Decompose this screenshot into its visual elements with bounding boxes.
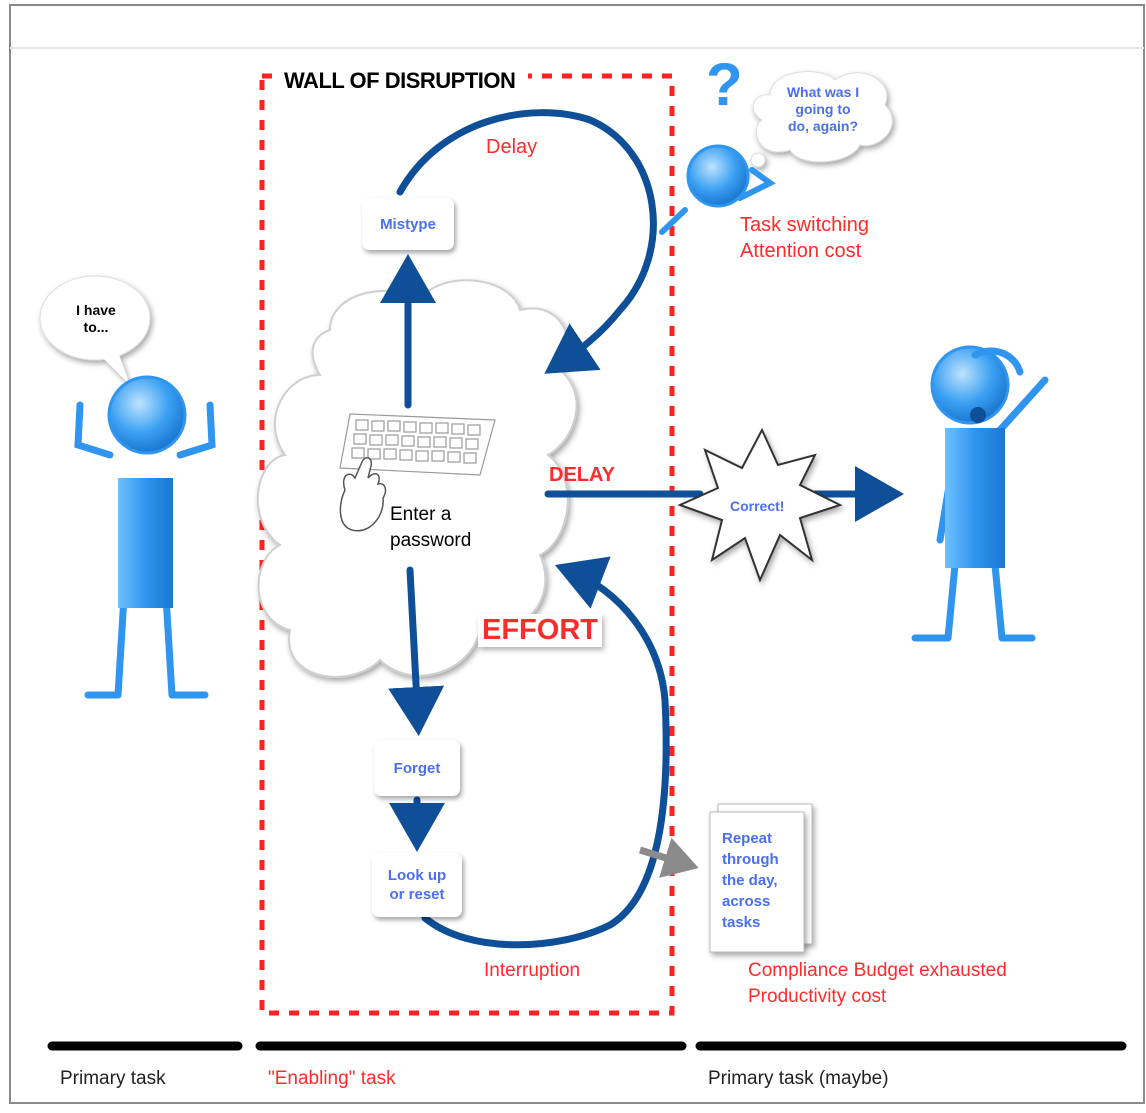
arrow-to-forget xyxy=(388,566,445,736)
figure-right xyxy=(911,345,1049,642)
figure-thinking xyxy=(659,144,776,235)
keyboard-icon xyxy=(339,413,496,476)
arrow-interruption-loop xyxy=(421,556,670,949)
bubble-left xyxy=(39,275,151,385)
delay-top-label: Delay xyxy=(486,136,538,158)
enter-password-text: Enter a password xyxy=(390,504,472,551)
repeat-text: Repeat through the day, across tasks xyxy=(722,830,779,931)
mistype-box: Mistype xyxy=(362,198,454,250)
bubble-left-text: I have to... xyxy=(76,302,116,335)
arrow-delay-loop xyxy=(396,109,657,374)
arrow-to-repeat xyxy=(638,837,699,878)
task-switching-label: Task switching Attention cost xyxy=(740,214,869,262)
repeat-papers xyxy=(709,803,813,953)
effort-label: EFFORT xyxy=(478,614,602,647)
forget-box: Forget xyxy=(374,740,460,796)
compliance-label: Compliance Budget exhausted Productivity… xyxy=(748,960,1007,1007)
diagram-title: WALL OF DISRUPTION xyxy=(284,68,516,93)
hand-icon xyxy=(339,457,387,532)
interruption-label: Interruption xyxy=(484,960,581,981)
question-mark: ? xyxy=(706,51,743,118)
correct-label: Correct! xyxy=(730,498,785,514)
bubble-right-text: What was I going to do, again? xyxy=(786,84,860,134)
delay-mid-label: DELAY xyxy=(549,464,615,486)
bottom-label-right: Primary task (maybe) xyxy=(708,1068,889,1089)
correct-starburst xyxy=(677,427,843,583)
bottom-label-middle: "Enabling" task xyxy=(268,1068,396,1089)
figure-left xyxy=(74,375,216,699)
bottom-label-left: Primary task xyxy=(60,1068,166,1089)
lookup-box: Look up or reset xyxy=(372,853,462,917)
outer-border xyxy=(9,4,1145,1104)
